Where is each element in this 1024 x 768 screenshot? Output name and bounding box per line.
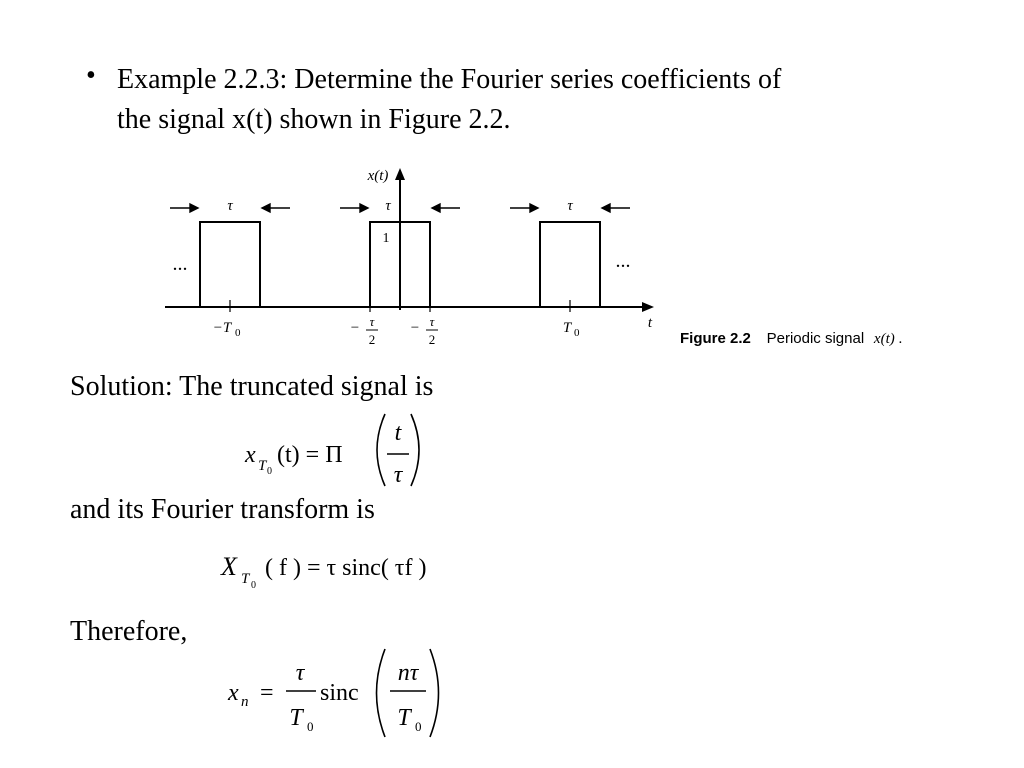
svg-text:0: 0	[235, 327, 241, 339]
svg-text:0: 0	[415, 719, 422, 734]
equation-fourier-transform: X T 0 ( f ) = τ sinc( τf )	[220, 552, 426, 591]
svg-text:τ: τ	[430, 314, 436, 329]
svg-text:( f ) = τ sinc( τf ): ( f ) = τ sinc( τf )	[265, 555, 426, 581]
t-axis-arrowhead	[642, 302, 654, 312]
svg-text:0: 0	[574, 327, 580, 339]
pulse-left	[199, 221, 261, 308]
svg-text:0: 0	[307, 719, 314, 734]
tick-label-minus-tau-over-2-left: − τ 2	[351, 314, 378, 347]
svg-text:−: −	[411, 320, 419, 336]
svg-text:n: n	[241, 694, 249, 710]
pulse-right	[539, 221, 601, 308]
equation-fourier-coefficients: x n = τ T 0 sinc nτ T 0	[227, 648, 440, 738]
transform-text: and its Fourier transform is	[70, 494, 375, 525]
svg-text:τ: τ	[296, 660, 306, 686]
figure-caption: Figure 2.2 Periodic signal x(t) .	[680, 330, 902, 347]
tau-label-left: τ	[227, 198, 233, 214]
svg-text:(t) = Π: (t) = Π	[277, 442, 343, 468]
svg-text:0: 0	[267, 466, 272, 477]
svg-text:0: 0	[251, 580, 256, 591]
tick-label-T0: T	[563, 320, 573, 336]
svg-text:X: X	[220, 552, 238, 581]
svg-text:τ: τ	[370, 314, 376, 329]
ellipsis-right: ...	[616, 250, 631, 272]
svg-text:2: 2	[369, 332, 376, 347]
tau-label-right: τ	[567, 198, 573, 214]
svg-text:nτ: nτ	[398, 660, 420, 686]
example-line-2: the signal x(t) shown in Figure 2.2.	[117, 104, 511, 135]
figure-periodic-signal: τ τ τ 1 x(t) t ... ... −T 0 T 0 − τ 2 − …	[165, 168, 902, 347]
x-axis-arrowhead	[395, 168, 405, 180]
svg-text:τ: τ	[394, 462, 404, 488]
svg-text:−: −	[351, 320, 359, 336]
svg-text:x: x	[244, 442, 256, 468]
tick-label-minus-T0: −T	[213, 320, 233, 336]
solution-text: Solution: The truncated signal is	[70, 371, 434, 402]
svg-text:T: T	[241, 571, 251, 587]
amplitude-label: 1	[383, 231, 390, 246]
bullet-marker: •	[86, 60, 96, 91]
example-line-1: Example 2.2.3: Determine the Fourier ser…	[117, 64, 782, 95]
x-axis-label: t	[648, 315, 653, 331]
svg-text:t: t	[395, 420, 403, 446]
ellipsis-left: ...	[173, 253, 188, 275]
svg-text:2: 2	[429, 332, 436, 347]
therefore-text: Therefore,	[70, 616, 188, 647]
svg-text:=: =	[260, 680, 274, 706]
pulse-center	[369, 221, 431, 308]
svg-text:T: T	[397, 705, 412, 731]
svg-text:x: x	[227, 680, 239, 706]
tau-label-center: τ	[385, 198, 391, 214]
equation-truncated-signal: x T 0 (t) = Π t τ	[244, 413, 420, 488]
tick-label-minus-tau-over-2-right: − τ 2	[411, 314, 438, 347]
y-axis-label: x(t)	[367, 168, 389, 184]
svg-text:T: T	[258, 458, 268, 474]
svg-text:sinc: sinc	[320, 680, 359, 706]
svg-text:T: T	[289, 705, 304, 731]
